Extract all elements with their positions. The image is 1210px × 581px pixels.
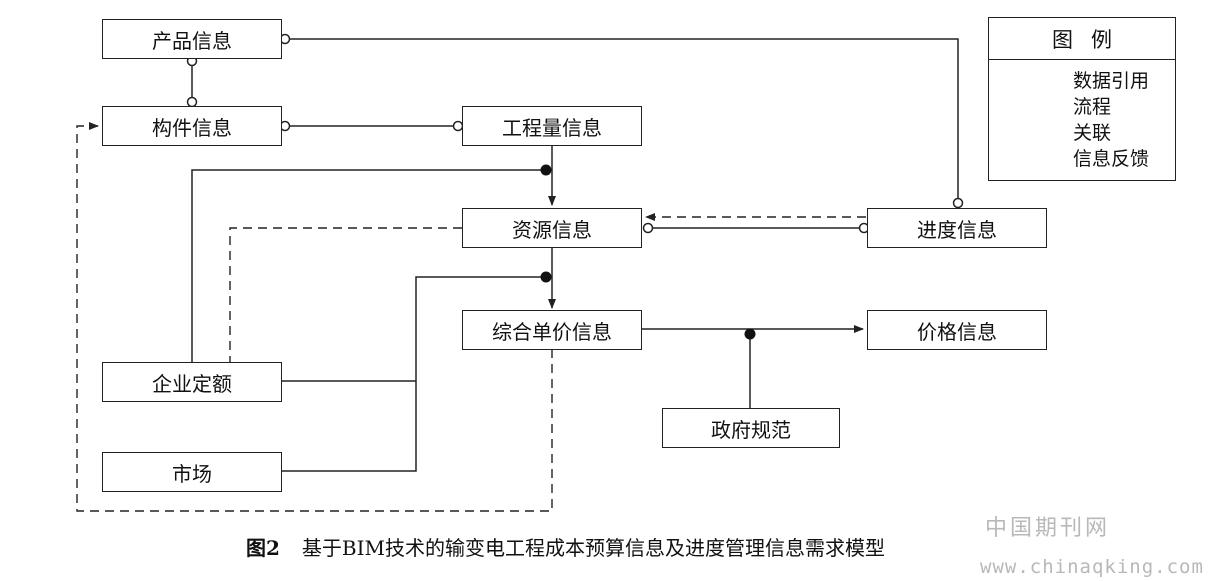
watermark-title: 中国期刊网	[985, 516, 1111, 541]
figure-caption: 图2 基于BIM技术的输变电工程成本预算信息及进度管理信息需求模型	[246, 532, 885, 561]
legend-label-association: 关联	[1073, 122, 1112, 144]
legend-label-flow: 流程	[1073, 96, 1112, 118]
node-enterprise-quota: 企业定额	[102, 362, 282, 402]
dataref-quota-resource	[191, 169, 546, 365]
legend-label-data-reference: 数据引用	[1073, 70, 1150, 92]
dataref-dot	[540, 271, 552, 283]
node-resource-info: 资源信息	[462, 208, 642, 248]
node-component-info: 构件信息	[102, 106, 282, 146]
node-gov-standard: 政府规范	[662, 408, 840, 448]
figure-caption-text: 基于BIM技术的输变电工程成本预算信息及进度管理信息需求模型	[301, 536, 885, 560]
legend-title: 图例	[989, 18, 1175, 60]
node-market: 市场	[102, 452, 282, 492]
node-unit-price-info: 综合单价信息	[462, 310, 642, 350]
figure-number: 图2	[246, 536, 280, 560]
assoc-end	[642, 222, 654, 234]
dataref-market-unitprice	[281, 276, 546, 472]
node-schedule-info: 进度信息	[867, 208, 1047, 248]
assoc-product-schedule	[288, 38, 959, 201]
legend-label-feedback: 信息反馈	[1073, 148, 1150, 170]
node-quantity-info: 工程量信息	[462, 106, 642, 146]
dataref-dot	[540, 164, 552, 176]
feedback-resource-quota	[229, 227, 462, 365]
assoc-end	[952, 197, 964, 209]
feedback-unitprice-component	[76, 122, 553, 512]
watermark-url: www.chinaqking.com	[980, 556, 1204, 578]
node-price-info: 价格信息	[867, 310, 1047, 350]
dataref-dot	[744, 328, 756, 340]
legend-box: 图例 数据引用 流程 关联 信息反馈	[988, 17, 1176, 181]
node-product-info: 产品信息	[102, 19, 282, 59]
